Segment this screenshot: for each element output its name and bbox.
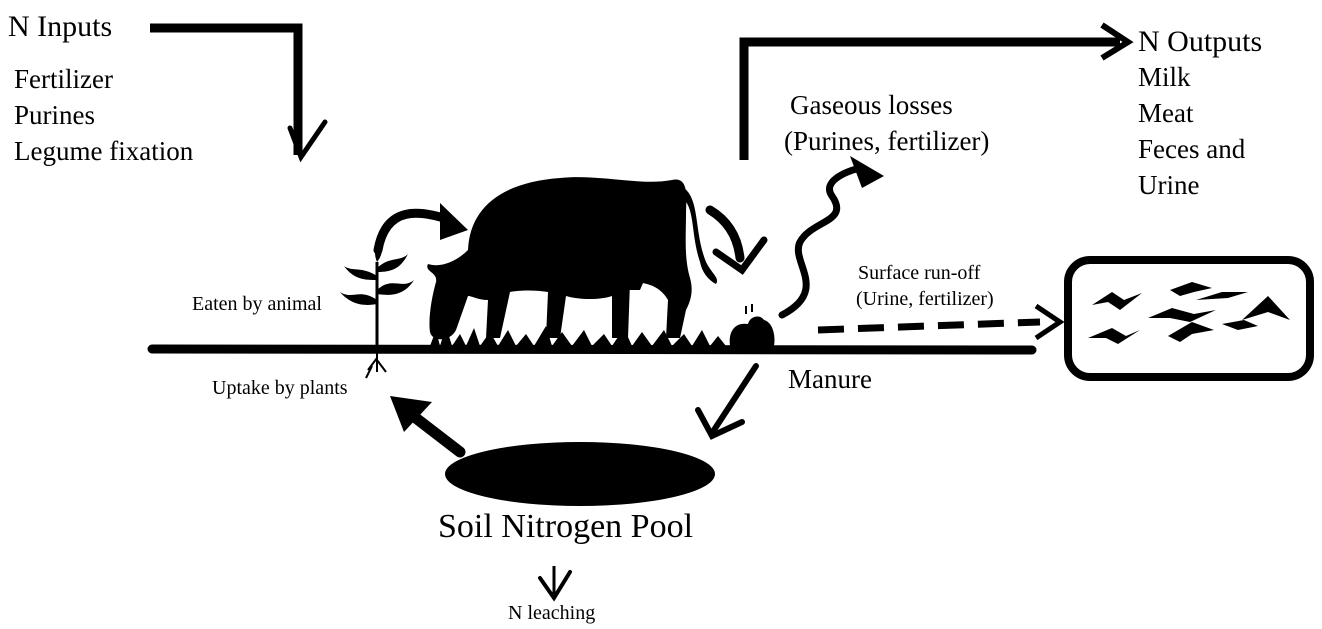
inputs-list: Fertilizer Purines Legume fixation <box>14 66 193 174</box>
wave-mark <box>1170 282 1212 296</box>
plant <box>340 238 414 378</box>
runoff-arrow <box>818 322 1040 330</box>
cow <box>427 177 726 346</box>
plant-leaf <box>340 292 377 305</box>
manure-mound <box>730 317 775 346</box>
wave-mark <box>1196 292 1248 300</box>
eaten-by-animal-label: Eaten by animal <box>192 294 322 314</box>
uptake-by-plants-label: Uptake by plants <box>212 378 348 398</box>
inputs-item-legume-fixation: Legume fixation <box>14 138 193 174</box>
runoff-label: Surface run-off <box>858 263 980 283</box>
cow-body <box>427 177 691 339</box>
outputs-item-urine: Urine <box>1138 172 1245 208</box>
outputs-item-milk: Milk <box>1138 64 1245 100</box>
gaseous-losses-label: Gaseous losses <box>790 92 953 119</box>
wave-mark <box>1242 296 1290 320</box>
outputs-list: Milk Meat Feces and Urine <box>1138 64 1245 208</box>
eaten-arrow-head <box>440 203 468 240</box>
gaseous-losses-sources: (Purines, fertilizer) <box>784 128 989 155</box>
wave-mark <box>1168 322 1214 342</box>
eaten-arrow <box>378 213 450 250</box>
wave-mark <box>1092 292 1142 310</box>
outputs-item-meat: Meat <box>1138 100 1245 136</box>
inputs-title: N Inputs <box>8 12 112 42</box>
wave-mark <box>1148 308 1216 322</box>
runoff-sources: (Urine, fertilizer) <box>856 289 994 309</box>
manure-steam <box>746 304 752 314</box>
inputs-item-purines: Purines <box>14 102 193 138</box>
inputs-item-fertilizer: Fertilizer <box>14 66 193 102</box>
plant-leaf <box>344 266 377 280</box>
manure-to-soil-arrow <box>714 366 756 430</box>
gaseous-arrow <box>782 168 860 315</box>
soil-nitrogen-pool-label: Soil Nitrogen Pool <box>438 510 693 544</box>
plant-leaf <box>377 254 408 272</box>
outputs-title: N Outputs <box>1138 27 1262 57</box>
plant-leaf <box>377 280 414 295</box>
ground-line <box>152 349 1032 350</box>
manure-pile <box>730 304 775 346</box>
n-leaching-label: N leaching <box>508 603 595 623</box>
wave-mark <box>1222 320 1258 330</box>
wave-mark <box>1088 328 1140 344</box>
water-waves <box>1088 282 1290 344</box>
manure-label: Manure <box>788 366 872 393</box>
soil-nitrogen-pool <box>445 442 715 506</box>
outputs-item-feces: Feces and <box>1138 136 1245 172</box>
plant-roots <box>366 352 386 378</box>
